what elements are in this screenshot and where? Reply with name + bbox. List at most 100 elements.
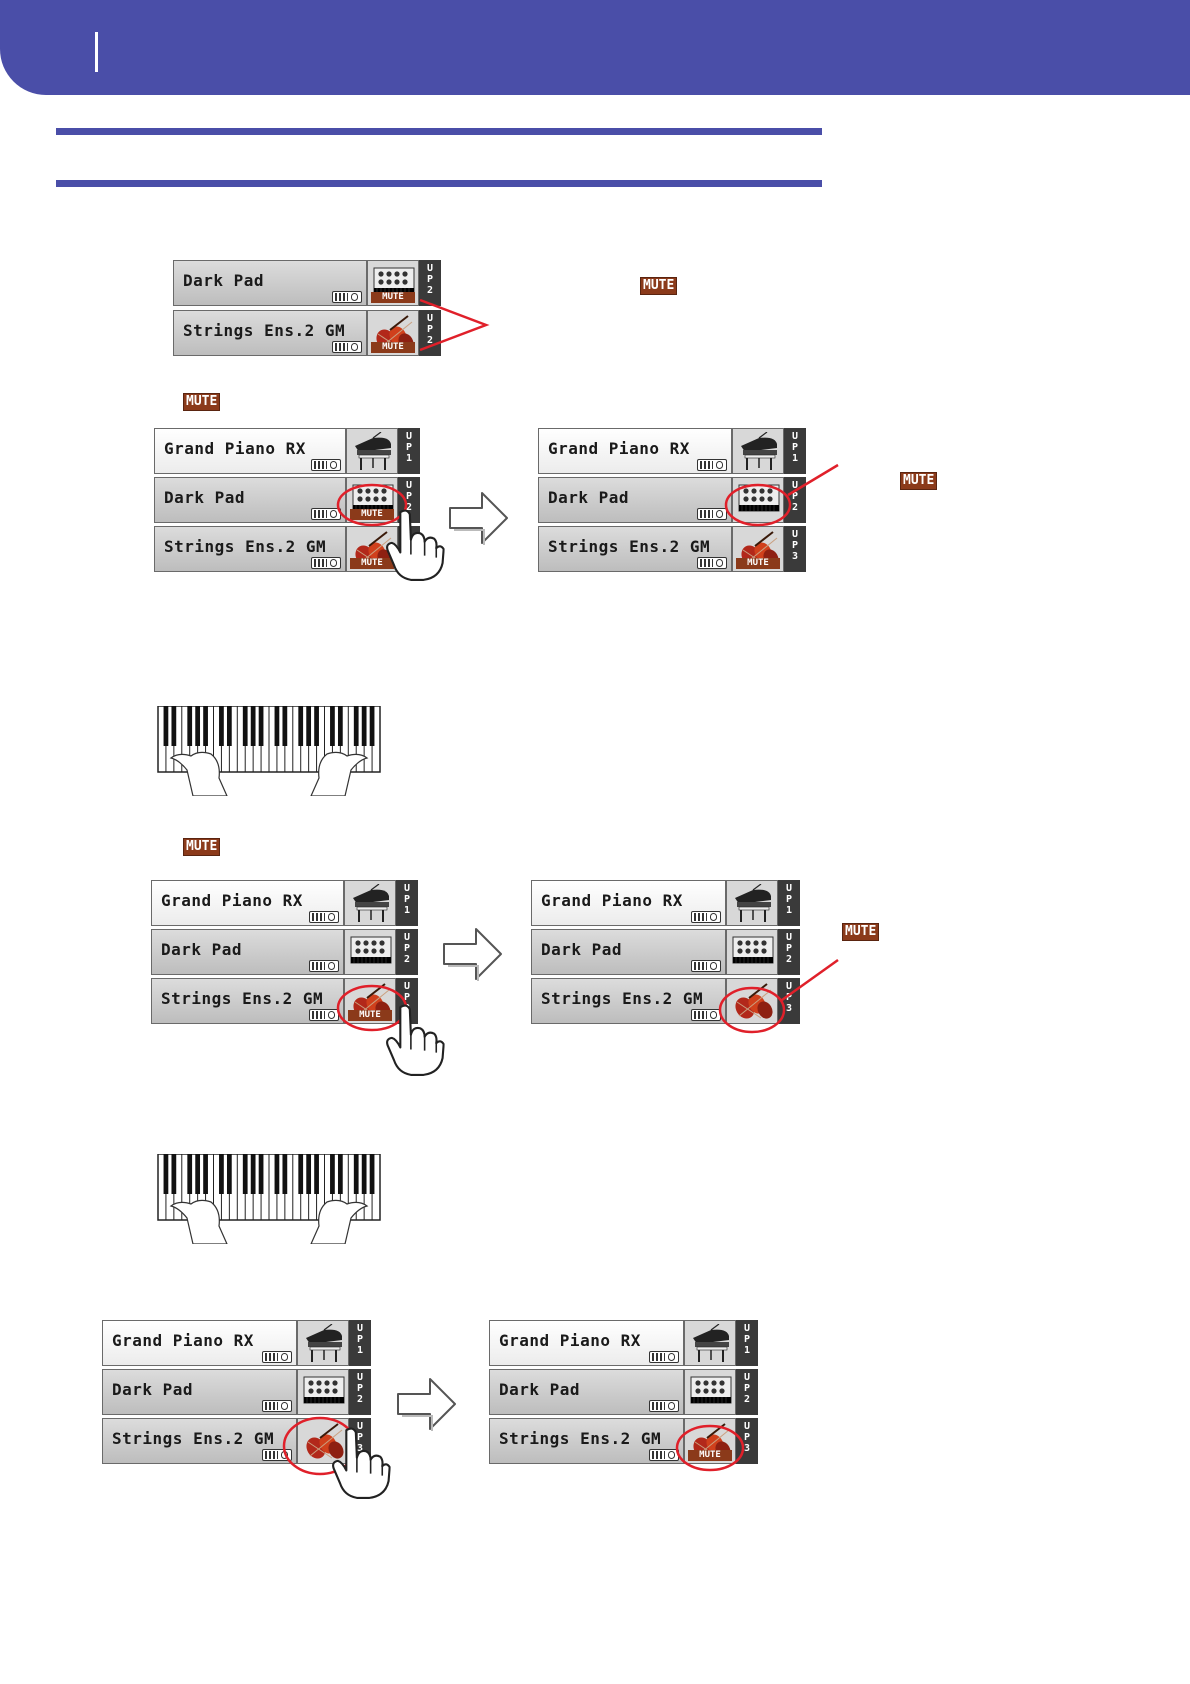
pad-icon-box[interactable]: MUTE — [367, 260, 419, 306]
piano-icon-box[interactable] — [684, 1320, 736, 1366]
track-name-box: Grand Piano RX — [102, 1320, 297, 1366]
highlight-circle — [282, 1416, 358, 1476]
track-name-box: Strings Ens.2 GM — [154, 526, 346, 572]
piano-icon-box[interactable] — [732, 428, 784, 474]
volume-icon — [262, 1351, 292, 1363]
track-name-box: Grand Piano RX — [151, 880, 344, 926]
strings-icon-box[interactable]: MUTE — [367, 310, 419, 356]
track-name-box: Dark Pad — [489, 1369, 684, 1415]
piano-icon-box[interactable] — [297, 1320, 349, 1366]
header-divider — [95, 32, 98, 72]
page-header-bar — [0, 0, 1190, 95]
track-name-box: Strings Ens.2 GM — [489, 1418, 684, 1464]
strings-icon-box[interactable]: MUTE — [732, 526, 784, 572]
pad-icon-box[interactable] — [726, 929, 778, 975]
track-name: Strings Ens.2 GM — [161, 989, 324, 1008]
keyboard-hands-icon — [157, 1154, 381, 1244]
highlight-circle — [336, 984, 408, 1032]
track-name: Grand Piano RX — [548, 439, 690, 458]
track-name-box: Strings Ens.2 GM — [102, 1418, 297, 1464]
volume-icon — [691, 960, 721, 972]
volume-icon — [691, 911, 721, 923]
mute-indicator: MUTE — [350, 558, 394, 569]
highlight-circle — [336, 483, 408, 527]
track-name: Strings Ens.2 GM — [164, 537, 327, 556]
track-name-box: Grand Piano RX — [489, 1320, 684, 1366]
volume-icon — [309, 960, 339, 972]
strings-icon-box[interactable] — [297, 1418, 349, 1464]
track-name: Strings Ens.2 GM — [548, 537, 711, 556]
track-name: Dark Pad — [164, 488, 246, 507]
highlight-circle — [724, 483, 792, 527]
volume-icon — [697, 508, 727, 520]
volume-icon — [649, 1351, 679, 1363]
volume-icon — [649, 1400, 679, 1412]
volume-icon — [697, 459, 727, 471]
volume-icon — [697, 557, 727, 569]
piano-icon-box[interactable] — [346, 428, 398, 474]
mute-badge: MUTE — [183, 838, 221, 856]
track-name-box: Grand Piano RX — [538, 428, 732, 474]
mute-indicator: MUTE — [348, 1010, 392, 1021]
track-name-box: Grand Piano RX — [531, 880, 726, 926]
track-name-box: Dark Pad — [173, 260, 367, 306]
volume-icon — [311, 459, 341, 471]
keyboard-hands-icon — [157, 706, 381, 796]
pad-icon-box[interactable] — [684, 1369, 736, 1415]
track-name: Strings Ens.2 GM — [499, 1429, 662, 1448]
callout-line — [781, 958, 839, 1002]
mute-indicator: MUTE — [371, 342, 415, 353]
mute-indicator: MUTE — [350, 509, 394, 520]
mute-badge: MUTE — [900, 472, 938, 490]
track-name: Dark Pad — [112, 1380, 194, 1399]
track-name: Grand Piano RX — [541, 891, 683, 910]
mute-indicator: MUTE — [736, 558, 780, 569]
pointing-hand-icon — [387, 511, 444, 580]
volume-icon — [311, 508, 341, 520]
strings-icon-box[interactable] — [726, 978, 778, 1024]
piano-icon-box[interactable] — [344, 880, 396, 926]
callout-line — [787, 463, 839, 497]
volume-icon — [309, 911, 339, 923]
track-name: Dark Pad — [499, 1380, 581, 1399]
mute-badge: MUTE — [842, 923, 880, 941]
mute-indicator: MUTE — [688, 1450, 732, 1461]
pad-icon-box[interactable] — [297, 1369, 349, 1415]
track-name: Grand Piano RX — [161, 891, 303, 910]
piano-icon-box[interactable] — [726, 880, 778, 926]
section-rule-bottom — [56, 180, 822, 187]
track-name-box: Dark Pad — [154, 477, 346, 523]
pad-icon-box[interactable] — [344, 929, 396, 975]
track-name: Strings Ens.2 GM — [541, 989, 704, 1008]
track-name: Dark Pad — [183, 271, 265, 290]
mute-indicator: MUTE — [371, 292, 415, 303]
track-name-box: Strings Ens.2 GM — [531, 978, 726, 1024]
